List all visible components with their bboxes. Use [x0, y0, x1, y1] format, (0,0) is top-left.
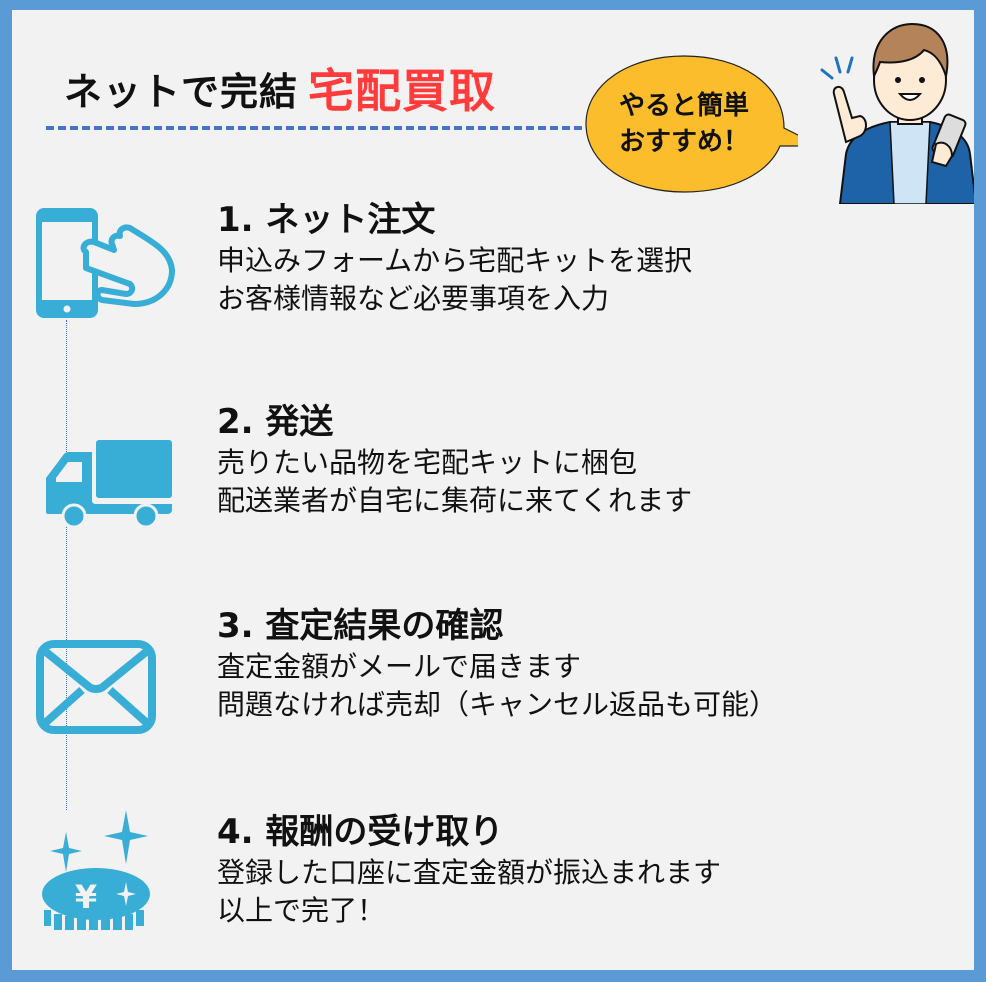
bubble-line-2: おすすめ！ [618, 127, 749, 157]
yen-coin-icon: ¥ [42, 810, 150, 930]
step-2: 2. 発送 売りたい品物を宅配キットに梱包 配送業者が自宅に集荷に来てくれます [217, 400, 692, 520]
step-description-line: お客様情報など必要事項を入力 [217, 282, 610, 315]
title-accent: 宅配買取 [308, 64, 497, 118]
bubble-text: やると簡単 おすすめ！ [584, 88, 784, 160]
step-description-line: 問題なければ売却（キャンセル返品も可能） [217, 688, 778, 721]
step-description-line: 査定金額がメールで届きます [217, 650, 582, 683]
step-title: 1. ネット注文 [217, 200, 436, 240]
mail-envelope-icon [36, 640, 156, 734]
truck-icon [46, 440, 172, 528]
step-description-line: 配送業者が自宅に集荷に来てくれます [217, 484, 693, 517]
page-title: ネットで完結宅配買取 [64, 66, 496, 114]
step-4: 4. 報酬の受け取り 登録した口座に査定金額が振込まれます 以上で完了！ [217, 810, 721, 930]
step-description-line: 売りたい品物を宅配キットに梱包 [217, 446, 638, 479]
smartphone-tap-icon [36, 208, 175, 318]
person-pointing-with-phone-icon [820, 22, 974, 204]
svg-text:¥: ¥ [75, 878, 97, 916]
step-title: 3. 査定結果の確認 [217, 606, 504, 646]
title-prefix: ネットで完結 [64, 70, 299, 114]
step-description-line: 登録した口座に査定金額が振込まれます [217, 856, 722, 889]
step-description-line: 以上で完了！ [217, 894, 386, 927]
step-description-line: 申込みフォームから宅配キットを選択 [217, 244, 693, 277]
step-connector-line [66, 320, 67, 810]
infographic-panel: ネットで完結宅配買取 やると簡単 おすすめ！ [12, 10, 974, 970]
step-title: 4. 報酬の受け取り [217, 812, 504, 852]
speech-bubble-icon [585, 55, 798, 193]
step-title: 2. 発送 [217, 402, 334, 442]
step-3: 3. 査定結果の確認 査定金額がメールで届きます 問題なければ売却（キャンセル返… [217, 604, 777, 724]
step-1: 1. ネット注文 申込みフォームから宅配キットを選択 お客様情報など必要事項を入… [217, 198, 692, 318]
bubble-line-1: やると簡単 [618, 91, 749, 121]
speech-bubble: やると簡単 おすすめ！ [584, 54, 798, 194]
title-divider [46, 126, 606, 130]
